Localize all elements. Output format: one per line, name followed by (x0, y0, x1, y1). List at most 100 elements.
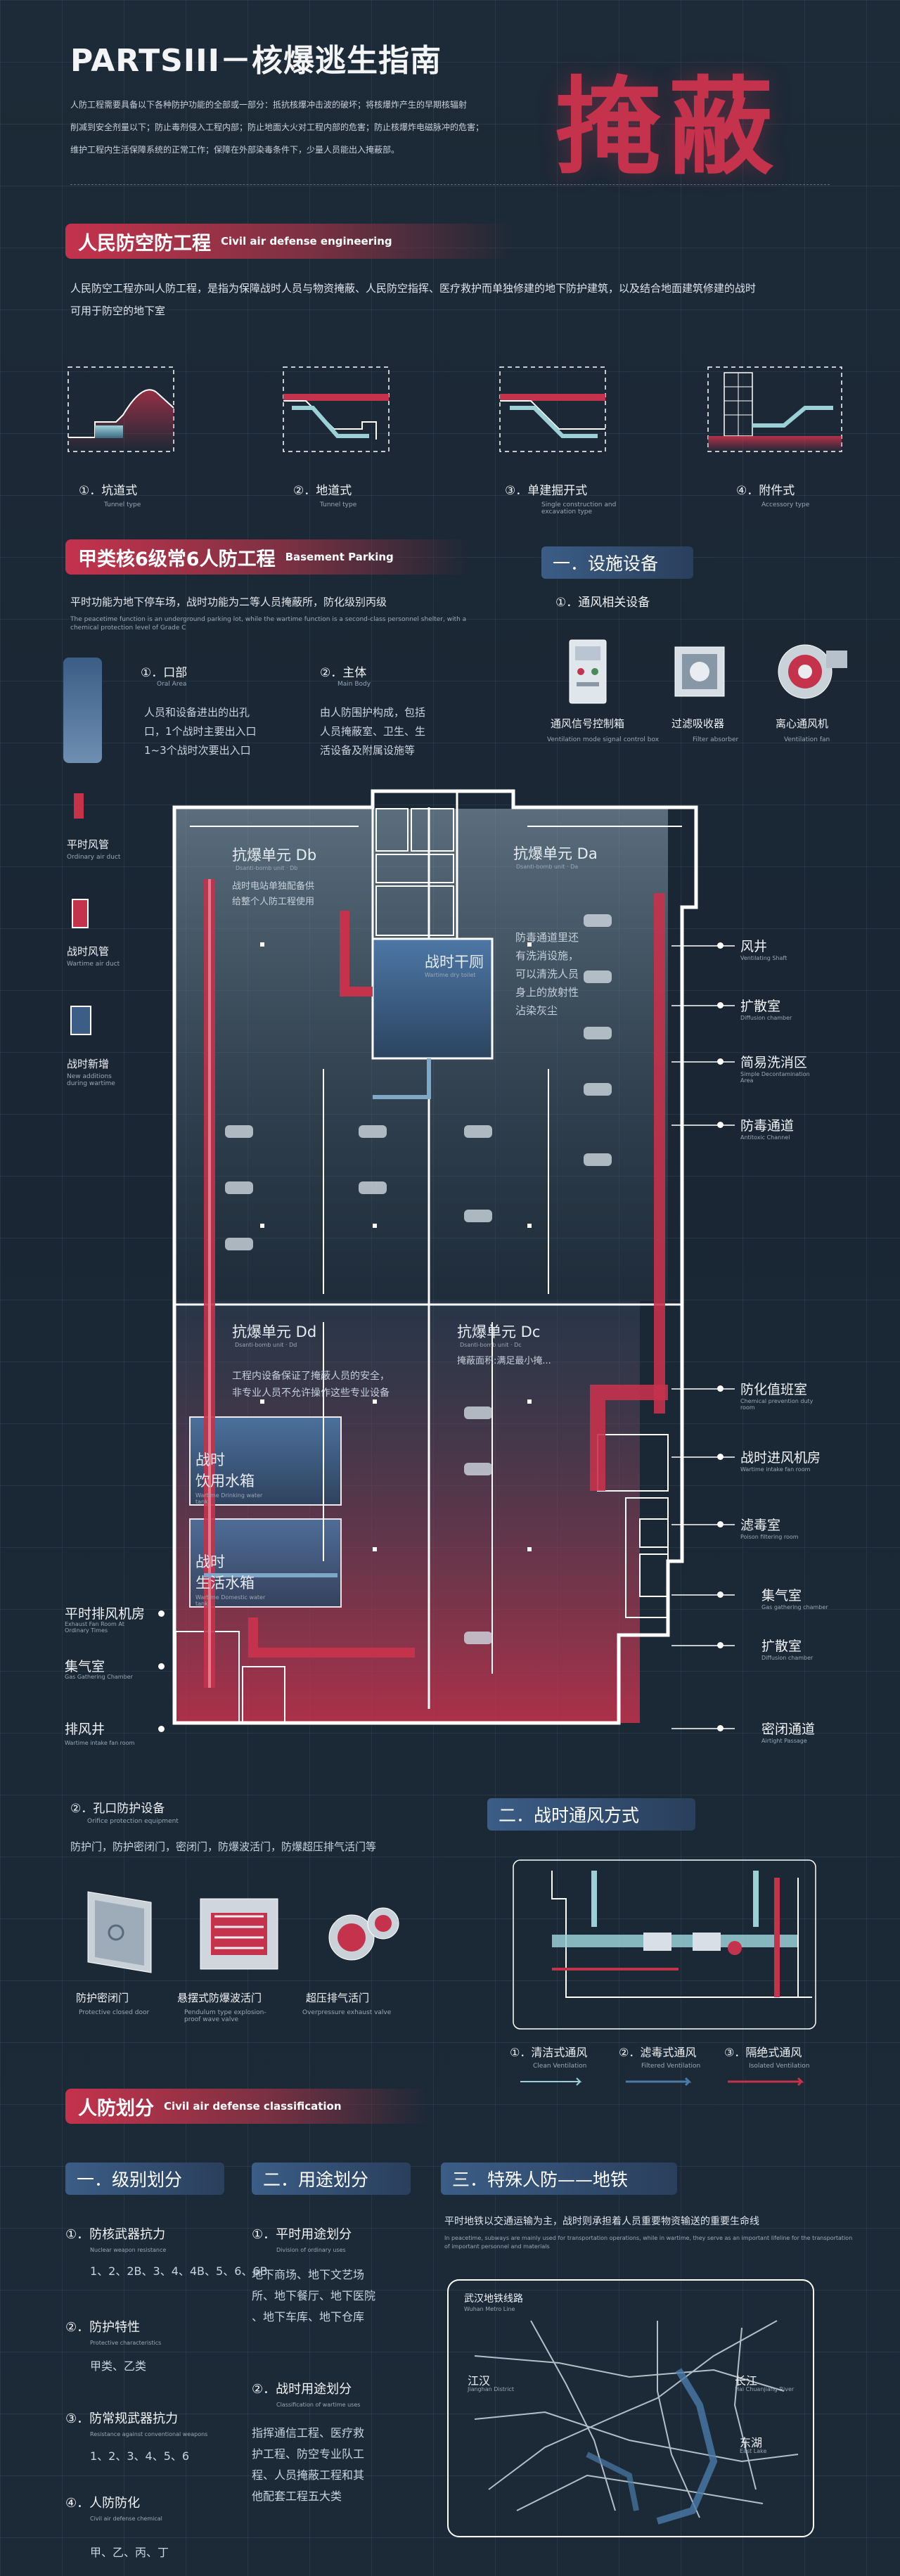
note-line: 非专业人员不允许操作这些专业设备 (232, 1388, 390, 1399)
use-line: 他配套工程五大类 (252, 2490, 342, 2503)
protection-list: 防护门，防护密闭门，密闭门，防爆波活门，防爆超压排气活门等 (70, 1840, 377, 1853)
ordinary-duct-icon (74, 793, 84, 819)
entrance-line: 口，1个战时主要出入口 (144, 725, 257, 738)
section-title: 甲类核6级常6人防工程 (78, 548, 276, 570)
facility-label-en: Ventilation mode signal control box (547, 736, 660, 743)
note-line: 防毒通道里还 (515, 931, 579, 944)
divider (70, 184, 830, 185)
use-item-value: 地下商场、地下文艺场 所、地下餐厅、地下医院 、地下车库、地下仓库 (252, 2264, 375, 2328)
use-line: 护工程、防空专业队工 (252, 2447, 365, 2461)
level-item-title: ④．人防防化 (65, 2496, 141, 2511)
callout-dot (717, 942, 724, 949)
callout-en: Wartime intake fan room (65, 1740, 135, 1746)
room-line: 战时 (195, 1553, 225, 1570)
unit-da-label: 抗爆单元 Da (513, 845, 598, 862)
note-line: 战时电站单独配备供 (232, 881, 315, 892)
callout-en: Gas gathering chamber (761, 1604, 828, 1610)
callout-decontamination: 简易洗消区 (740, 1055, 808, 1070)
floor-plan (172, 789, 698, 1725)
level-item-en: Nuclear weapon resistance (90, 2247, 167, 2253)
level-title: 一．级别划分 (65, 2162, 224, 2195)
section-paragraph: 可用于防空的地下室 (70, 305, 166, 317)
vent-mode-label: ②．滤毒式通风 (619, 2046, 697, 2059)
level-item-title: ①．防核武器抗力 (65, 2227, 166, 2242)
basement-desc-en: The peacetime function is an underground… (70, 616, 467, 623)
callout-en: Ventilating Shaft (740, 955, 788, 961)
protective-door-icon (87, 1891, 152, 1973)
protection-item-label: 超压排气活门 (306, 1992, 370, 2004)
callout-dot (717, 1454, 724, 1460)
use-line: 、地下车库、地下仓库 (252, 2310, 365, 2324)
vent-mode-en: Filtered Ventilation (641, 2063, 701, 2070)
callout-gas-left: 集气室 (65, 1659, 105, 1674)
use-line: 程、人员掩蔽工程和其 (252, 2468, 365, 2482)
callout-dot (158, 1610, 165, 1617)
use-item-title: ①．平时用途划分 (252, 2227, 352, 2242)
type-label-en: Single construction and excavation type (541, 501, 617, 515)
callout-en: Antitoxic Channel (740, 1134, 790, 1141)
legend-label: 平时风管 (67, 838, 110, 851)
legend-label-en: Wartime air duct (67, 961, 120, 968)
unit-db-label: 抗爆单元 Db (232, 847, 317, 864)
type-label: ①．坑道式 (79, 484, 138, 498)
level-item-en: Civil air defense chemical (90, 2516, 162, 2522)
protection-item-en: Overpressure exhaust valve (302, 2009, 392, 2016)
callout-dot (717, 1385, 724, 1392)
callout-en: Diffusion chamber (740, 1015, 792, 1021)
parking-car-icons (225, 914, 612, 1644)
filter-absorber-icon (674, 646, 725, 697)
type-label: ③．单建掘开式 (505, 484, 588, 498)
type-label: ②．地道式 (293, 484, 352, 498)
wartime-addition-icon (70, 1006, 91, 1035)
big-title: 掩蔽 (555, 65, 781, 189)
callout-filter-room: 滤毒室 (740, 1518, 781, 1533)
unit-dc-label: 抗爆单元 Dc (457, 1324, 541, 1340)
district-en: Hai Chuanjiang River (735, 2386, 795, 2392)
unit-dd-note: 工程内设备保证了掩蔽人员的安全， 非专业人员不允许操作这些专业设备 (232, 1368, 390, 1402)
main-body-line: 人员掩蔽室、卫生、生 (320, 725, 426, 738)
entrance-desc: 人员和设备进出的出孔 口，1个战时主要出入口 1~3个战时次要出入口 (144, 703, 257, 760)
room-line: 生活水箱 (195, 1575, 255, 1591)
room-dry-toilet: 战时干厕 (425, 954, 484, 970)
facilities-subtitle: ①．通风相关设备 (555, 596, 650, 610)
unit-dd-label: 抗爆单元 Dd (232, 1324, 317, 1340)
room-line: 战时 (195, 1452, 225, 1468)
callout-dot (158, 1726, 165, 1732)
use-item-en: Division of ordinary uses (276, 2247, 346, 2253)
entrance-line: 1~3个战时次要出入口 (144, 744, 251, 757)
special-title: 三．特殊人防——地铁 (441, 2162, 677, 2195)
intro-line: 人防工程需要具备以下各种防护功能的全部或一部分：抵抗核爆冲击波的破坏；将核爆炸产… (70, 100, 468, 110)
callout-exhaust-shaft: 排风井 (65, 1722, 105, 1737)
protection-item-label: 防护密闭门 (76, 1992, 129, 2004)
ventilation-fan-icon (778, 644, 847, 699)
signal-control-box-icon (569, 639, 607, 704)
note-line: 工程内设备保证了掩蔽人员的安全， (232, 1371, 390, 1382)
protection-item-label: 悬摆式防爆波活门 (177, 1992, 262, 2004)
metro-map-title: 武汉地铁线路 (464, 2293, 523, 2305)
use-item-value: 指挥通信工程、医疗救 护工程、防空专业队工 程、人员掩蔽工程和其 他配套工程五大… (252, 2423, 364, 2507)
vent-mode-en: Clean Ventilation (533, 2063, 587, 2070)
type-label-en: Accessory type (761, 501, 810, 508)
protection-item-en: Pendulum type explosion-proof wave valve (184, 2009, 266, 2023)
room-line: 饮用水箱 (195, 1473, 255, 1489)
section-header-basement: 甲类核6级常6人防工程 Basement Parking (65, 539, 472, 575)
protection-icons (87, 1891, 399, 1973)
callout-airtight: 密闭通道 (761, 1722, 816, 1737)
legend-label: 战时风管 (67, 945, 110, 958)
vent-mode-label: ①．清洁式通风 (510, 2046, 588, 2059)
metro-map (447, 2279, 814, 2537)
unit-db-note: 战时电站单独配备供 给整个人防工程使用 (232, 879, 314, 910)
engineering-type-diagrams (68, 366, 842, 452)
use-line: 所、地下餐厅、地下医院 (252, 2289, 376, 2302)
callout-en: Exhaust Fan Room At Ordinary Times (65, 1621, 124, 1634)
use-item-title: ②．战时用途划分 (252, 2382, 352, 2397)
use-line: 指挥通信工程、医疗救 (252, 2426, 365, 2440)
facility-label: 离心通风机 (776, 717, 829, 730)
level-item-value: 甲、乙、丙、丁 (90, 2546, 169, 2559)
main-body-desc: 由人防围护构成，包括 人员掩蔽室、卫生、生 活设备及附属设施等 (320, 703, 425, 760)
callout-en: Poison filtering room (740, 1534, 799, 1540)
room-domestic-tank-en: Wartime Domestic water tank (195, 1594, 266, 1607)
basement-desc-en: chemical protection level of Grade C (70, 624, 186, 632)
protection-title: ②．孔口防护设备 (70, 1802, 165, 1816)
unit-da-note: 防毒通道里还 有洗消设施， 可以清洗人员 身上的放射性 沾染灰尘 (515, 928, 579, 1020)
